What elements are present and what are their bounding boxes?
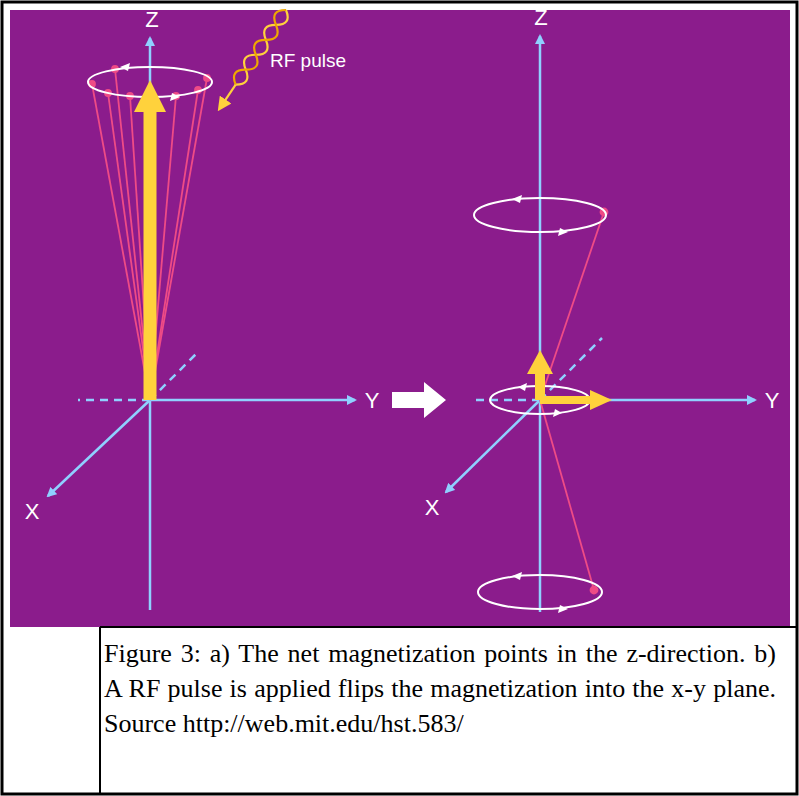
magnetization-vector: [134, 80, 166, 112]
magnetization-z: [527, 350, 553, 374]
magnetization-xy: [540, 396, 592, 404]
axis-label: Z: [534, 7, 547, 29]
caption-border: [100, 626, 797, 628]
right-axes: [446, 36, 755, 612]
magnetization-z: [535, 372, 545, 400]
axis-label: Y: [365, 390, 380, 412]
magnetization-xy: [590, 390, 612, 410]
left-axes: [48, 38, 355, 610]
magnetization-vector: [144, 110, 157, 400]
axis-label: Y: [765, 390, 780, 412]
purple-panel: [10, 10, 790, 627]
axis-label: X: [25, 501, 40, 523]
axis-label: X: [425, 497, 440, 519]
caption-border: [99, 627, 101, 794]
spin-cone: [89, 66, 210, 400]
transition-arrow: [392, 382, 446, 418]
precession-ellipse: [474, 198, 606, 609]
pulse-label: RF pulse: [270, 51, 346, 70]
axis-label: Z: [145, 9, 158, 31]
figure-caption: Figure 3: a) The net magnetization point…: [104, 636, 776, 741]
